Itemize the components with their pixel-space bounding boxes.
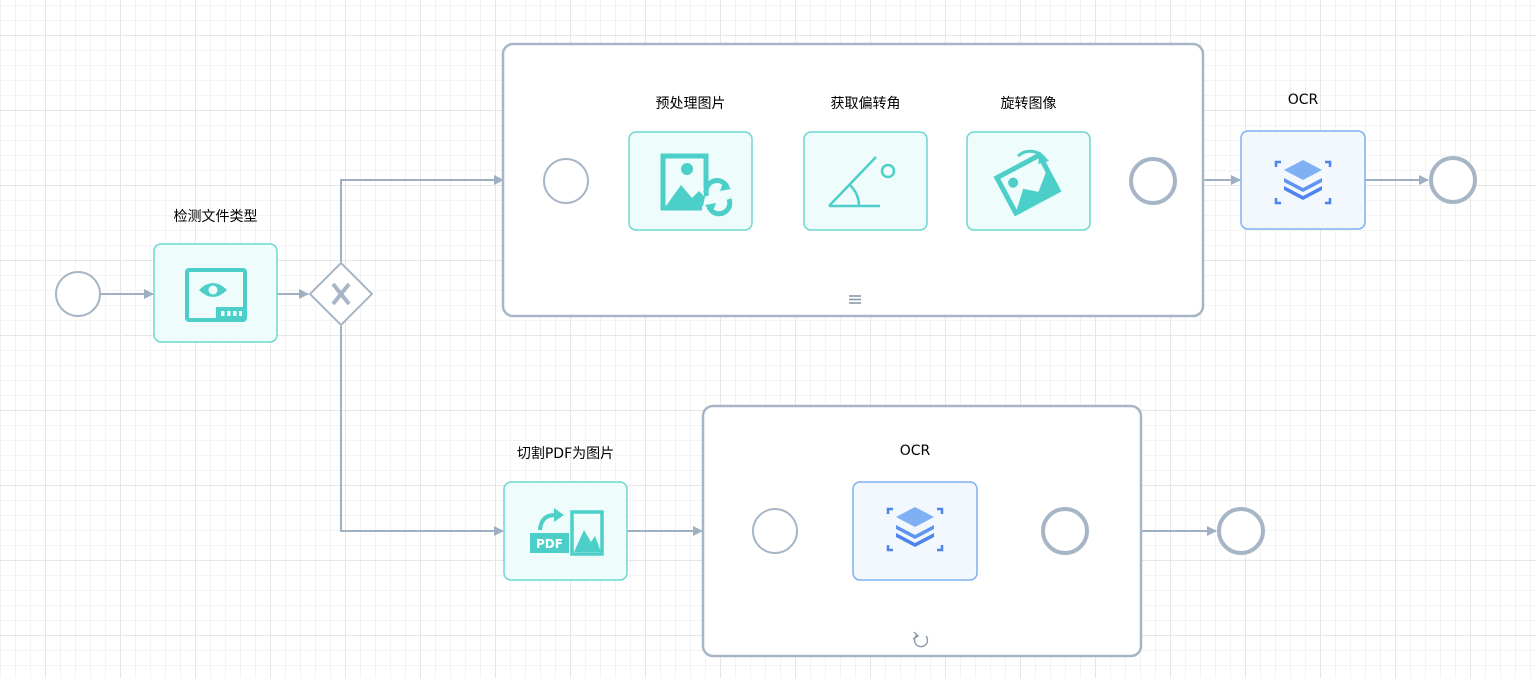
loop-icon bbox=[912, 631, 929, 648]
end-event-upper-inner[interactable] bbox=[1129, 157, 1177, 205]
start-event-lower-inner[interactable] bbox=[752, 508, 798, 554]
task-get-skew-angle[interactable] bbox=[803, 131, 928, 231]
end-event-lower-inner[interactable] bbox=[1041, 507, 1089, 555]
label-preprocess-image: 预处理图片 bbox=[655, 96, 726, 112]
end-event-top[interactable] bbox=[1429, 156, 1477, 204]
label-get-skew-angle: 获取偏转角 bbox=[830, 96, 901, 112]
layers-scan-icon bbox=[1274, 160, 1332, 205]
exclusive-gateway[interactable] bbox=[308, 261, 374, 327]
task-ocr-inner[interactable] bbox=[852, 481, 978, 581]
parallel-multi-instance-icon bbox=[849, 295, 861, 304]
label-detect-file-type: 检测文件类型 bbox=[173, 209, 258, 225]
angle-icon bbox=[828, 156, 896, 208]
label-split-pdf: 切割PDF为图片 bbox=[516, 446, 615, 462]
events bbox=[55, 156, 1477, 555]
end-event-bottom[interactable] bbox=[1217, 507, 1265, 555]
pdf-to-image-icon: PDF bbox=[530, 508, 604, 556]
flow-gateway-to-upper-subprocess[interactable] bbox=[340, 175, 504, 262]
layers-scan-icon bbox=[886, 507, 944, 552]
task-split-pdf[interactable]: PDF bbox=[503, 481, 628, 581]
task-ocr-top[interactable] bbox=[1240, 130, 1366, 230]
label-ocr-top: OCR bbox=[1287, 92, 1319, 108]
image-refresh-icon bbox=[660, 153, 733, 217]
task-preprocess-image[interactable] bbox=[628, 131, 753, 231]
label-ocr-subprocess: OCR bbox=[899, 443, 931, 459]
x-icon bbox=[331, 282, 351, 306]
start-event-main[interactable] bbox=[55, 271, 101, 317]
task-detect-file-type[interactable] bbox=[153, 243, 278, 343]
eye-monitor-icon bbox=[185, 268, 247, 322]
task-rotate-image[interactable] bbox=[966, 131, 1091, 231]
flow-gateway-to-split-pdf[interactable] bbox=[340, 326, 504, 536]
label-rotate-image: 旋转图像 bbox=[1000, 96, 1057, 112]
rotate-image-icon bbox=[993, 149, 1062, 217]
svg-text:PDF: PDF bbox=[536, 537, 563, 551]
start-event-upper-inner[interactable] bbox=[543, 158, 589, 204]
